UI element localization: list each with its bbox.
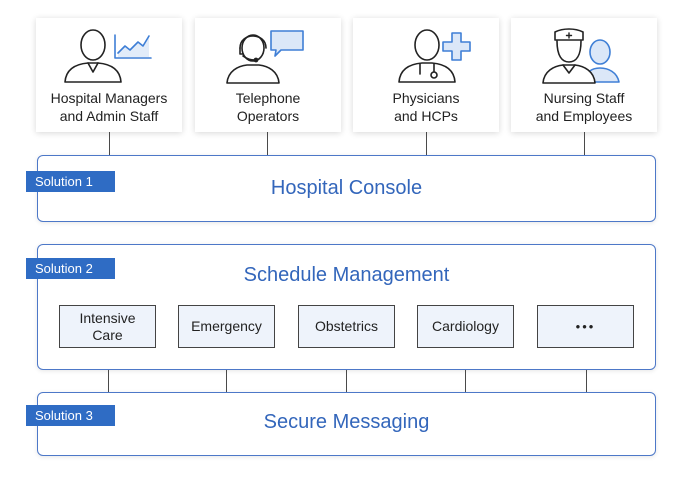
role-label-nursing: Nursing Staff and Employees bbox=[535, 90, 633, 124]
solution-3-tag: Solution 3 bbox=[26, 405, 115, 426]
role-card-managers: Hospital Managers and Admin Staff bbox=[36, 18, 182, 132]
role-label-physicians: Physicians and HCPs bbox=[392, 90, 460, 124]
solution-1-tag: Solution 1 bbox=[26, 171, 115, 192]
manager-chart-icon bbox=[64, 29, 152, 83]
connector-line bbox=[586, 370, 587, 392]
operator-headset-icon bbox=[226, 30, 304, 84]
connector-line bbox=[346, 370, 347, 392]
department-more: ••• bbox=[537, 305, 634, 348]
role-card-operators: Telephone Operators bbox=[195, 18, 341, 132]
solution-2-tag: Solution 2 bbox=[26, 258, 115, 279]
secure-messaging-title: Secure Messaging bbox=[263, 411, 430, 433]
hospital-console-title: Hospital Console bbox=[270, 177, 423, 199]
department-emergency: Emergency bbox=[178, 305, 275, 348]
secure-messaging-box: Secure Messaging bbox=[37, 392, 656, 456]
department-intensive-care: Intensive Care bbox=[59, 305, 156, 348]
hospital-console-box: Hospital Console bbox=[37, 155, 656, 222]
physician-cross-icon bbox=[398, 29, 471, 83]
role-label-managers: Hospital Managers and Admin Staff bbox=[50, 90, 168, 124]
role-card-nursing: Nursing Staff and Employees bbox=[511, 18, 657, 132]
connector-line bbox=[465, 370, 466, 392]
role-label-operators: Telephone Operators bbox=[235, 90, 301, 124]
department-obstetrics: Obstetrics bbox=[298, 305, 395, 348]
connector-line bbox=[226, 370, 227, 392]
role-card-physicians: Physicians and HCPs bbox=[353, 18, 499, 132]
department-cardiology: Cardiology bbox=[417, 305, 514, 348]
connector-line bbox=[584, 132, 585, 155]
connector-line bbox=[109, 132, 110, 155]
nurse-staff-icon bbox=[542, 28, 620, 84]
schedule-management-title: Schedule Management bbox=[243, 264, 450, 286]
connector-line bbox=[108, 370, 109, 392]
connector-line bbox=[267, 132, 268, 155]
connector-line bbox=[426, 132, 427, 155]
